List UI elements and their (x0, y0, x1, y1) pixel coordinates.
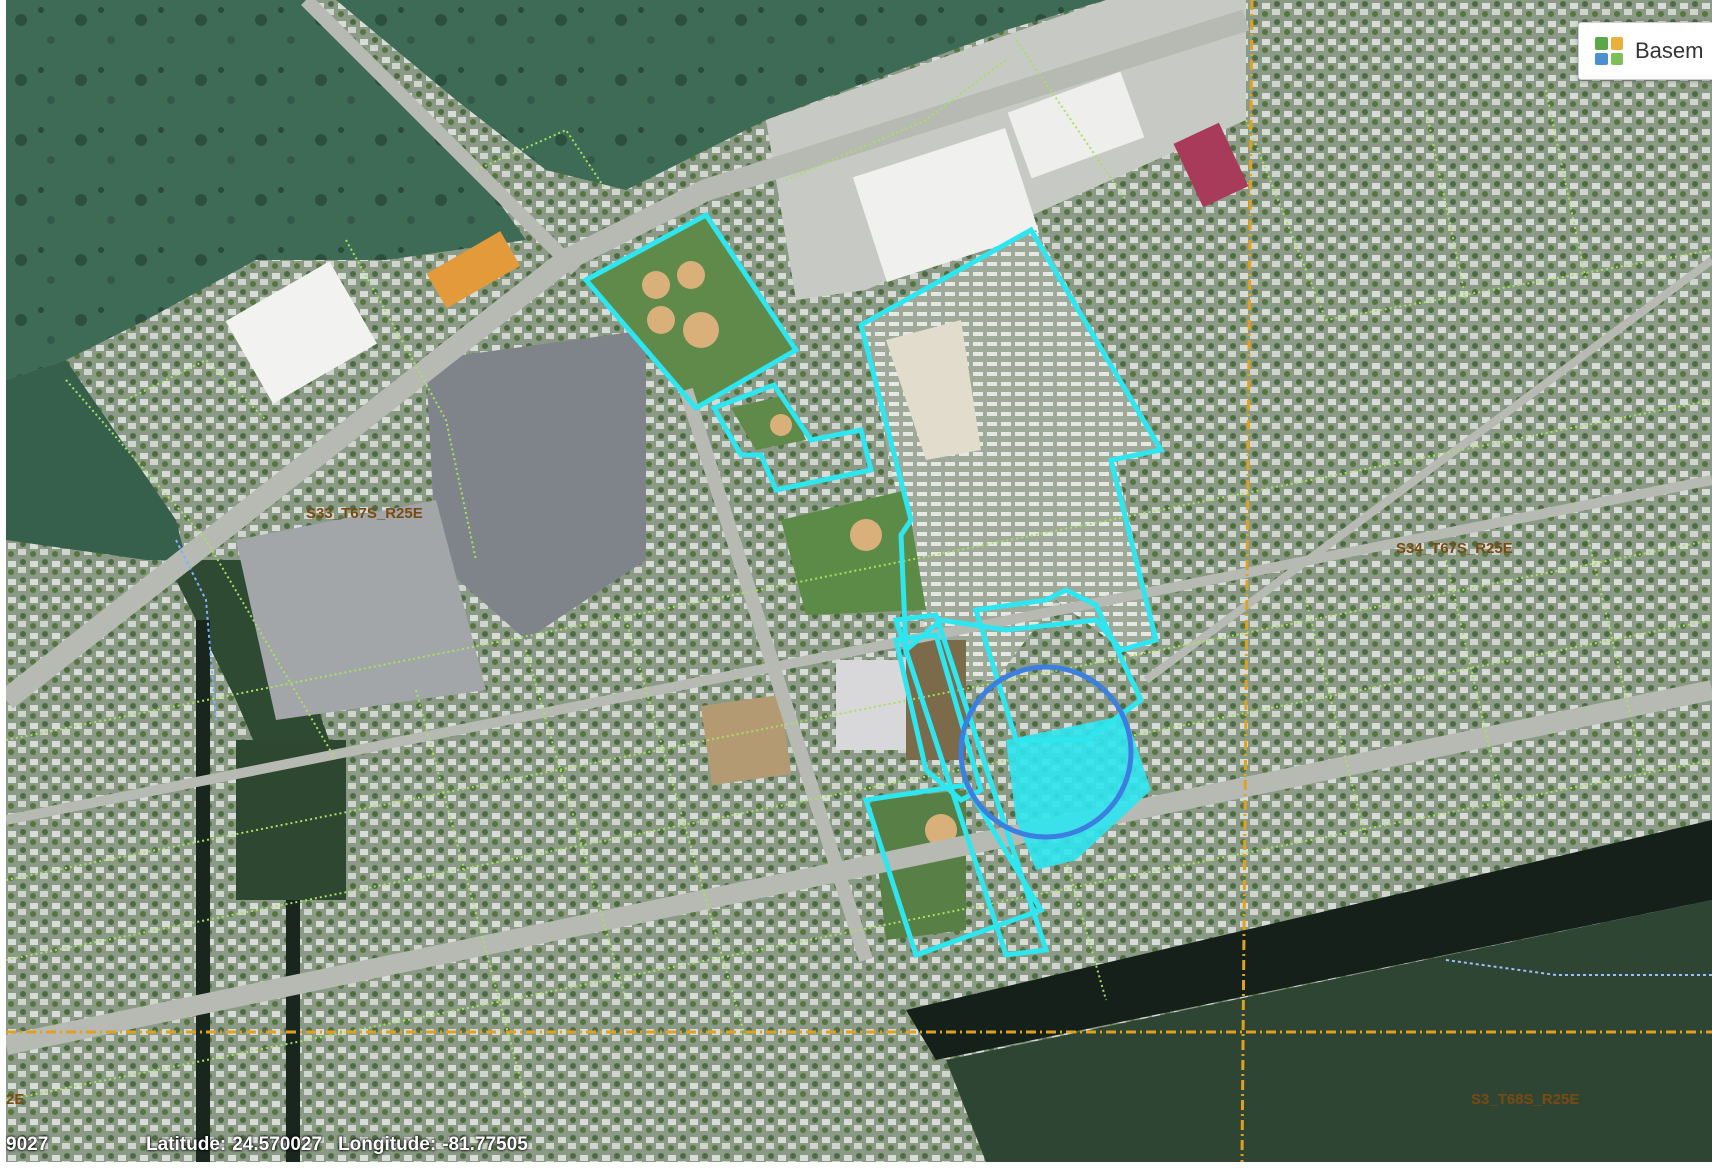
shoreline-boundary-south (1445, 959, 1712, 976)
coord-prefix: 9027 (6, 1134, 49, 1155)
store-roof (852, 127, 1040, 283)
infield-3 (647, 306, 675, 334)
latitude-label: Latitude: (146, 1134, 227, 1155)
section-lines (6, 0, 1712, 1162)
parcel-strip[interactable] (892, 612, 1050, 958)
big-box-store (225, 261, 377, 404)
infield-7 (925, 814, 957, 846)
selection-circle[interactable] (958, 664, 1134, 840)
parcel-ballfield-small[interactable] (710, 381, 875, 493)
canal (6, 360, 186, 560)
west-canal (196, 620, 210, 1162)
water-area (6, 0, 526, 380)
basemap-label: Basem (1635, 38, 1704, 63)
condo-roof (426, 231, 521, 309)
parking-lot (426, 330, 646, 640)
basemap-button[interactable]: Basem (1578, 22, 1712, 80)
infield-6 (770, 414, 792, 436)
basemap-grid-icon (1595, 37, 1623, 65)
coordinate-readout: 9027 Latitude: 24.570027 Longitude: -81.… (6, 1128, 1712, 1162)
bottom-strip (0, 1162, 1712, 1168)
section-label-left: 2E (6, 1091, 24, 1108)
infield-4 (683, 312, 719, 348)
parcel-lines (6, 39, 1712, 1101)
section-label-s34: S34_T67S_R25E (1396, 540, 1513, 557)
ballfield-north (586, 215, 796, 408)
roads (6, 0, 1712, 1055)
sandlot (886, 320, 981, 460)
section-label-s33: S33_T67S_R25E (306, 505, 423, 522)
latitude-value: 24.570027 (232, 1134, 323, 1155)
water-area-north (336, 0, 1106, 190)
shoreline-boundary (175, 539, 217, 721)
store-roof-2 (1007, 71, 1145, 179)
south-canal (906, 820, 1712, 1060)
map-canvas[interactable]: S33_T67S_R25E S34_T67S_R25E S3_T68S_R25E… (6, 0, 1712, 1162)
infield-5 (850, 519, 882, 551)
section-label-s3: S3_T68S_R25E (1471, 1091, 1579, 1108)
parcel-ballfield-south[interactable] (862, 782, 1045, 959)
infield-2 (677, 261, 705, 289)
longitude-label: Longitude: (338, 1134, 437, 1155)
parcel-trailer-park[interactable] (858, 226, 1165, 656)
map-viewport[interactable]: S33_T67S_R25E S34_T67S_R25E S3_T68S_R25E… (6, 0, 1712, 1162)
civic-building (700, 694, 792, 786)
longitude-value: -81.77505 (442, 1134, 528, 1155)
parcel-ballfield-north[interactable] (582, 211, 800, 412)
apartment-roof (1173, 122, 1249, 208)
ballfield-mid (781, 490, 926, 615)
infield-1 (642, 271, 670, 299)
parking-lot-2 (236, 500, 486, 720)
selected-parcel-fill[interactable] (1006, 715, 1151, 870)
